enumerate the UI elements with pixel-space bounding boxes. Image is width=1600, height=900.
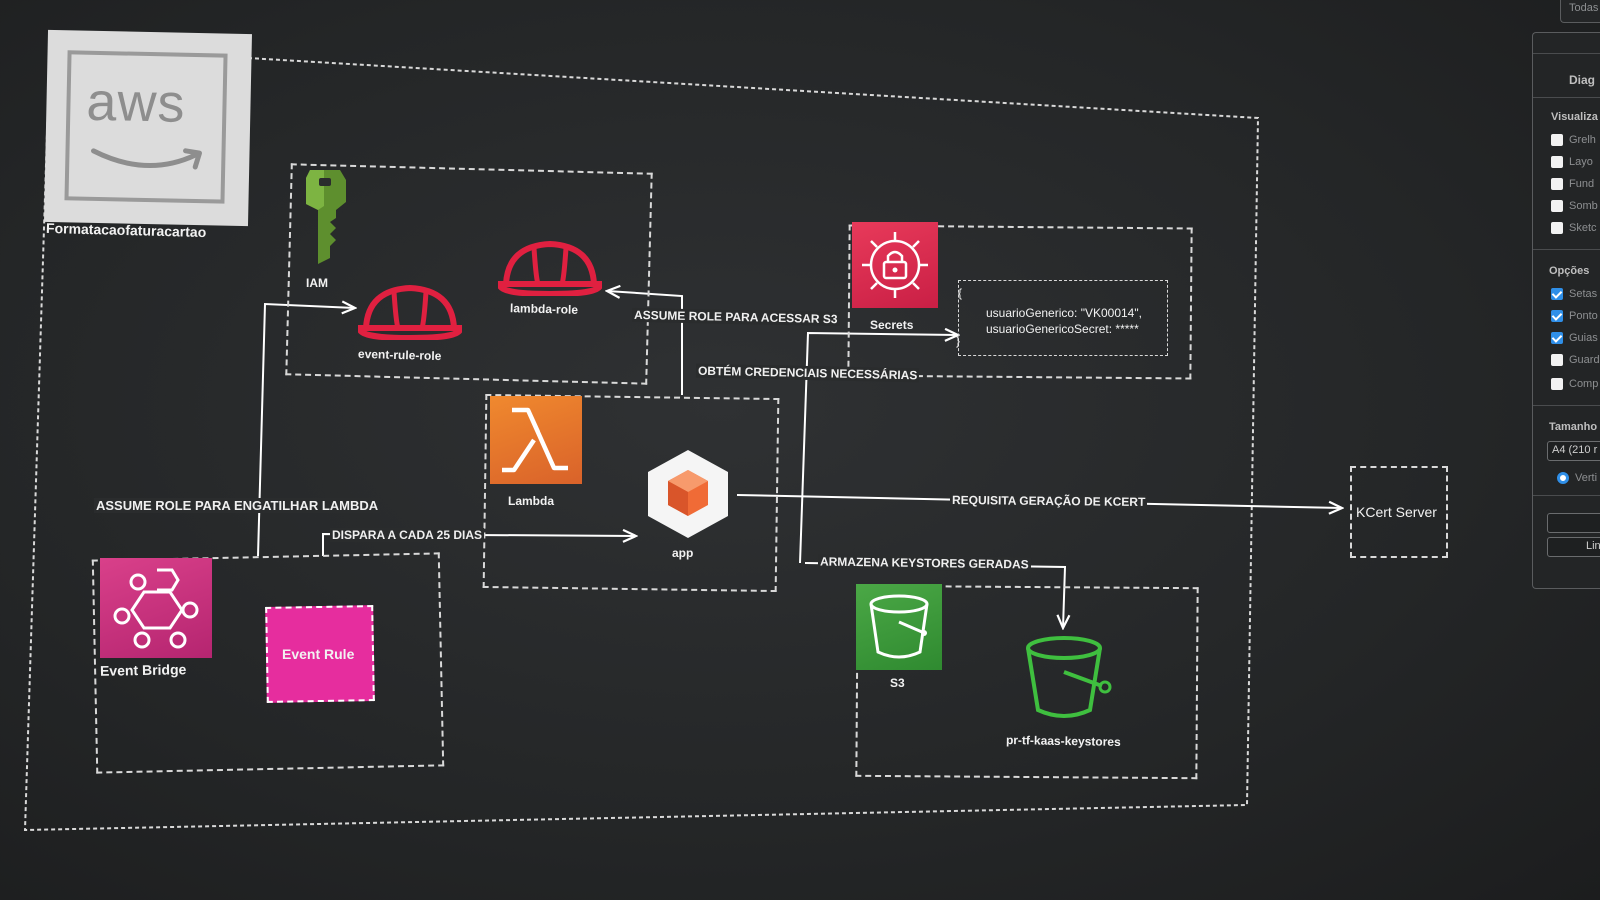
keystores-bucket-icon	[1026, 636, 1112, 718]
view-sketch-checkbox[interactable]	[1551, 222, 1563, 234]
secrets-label: Secrets	[870, 318, 914, 332]
eventbridge-label: Event Bridge	[99, 661, 187, 679]
view-option-sketch[interactable]: Sketc	[1551, 221, 1597, 235]
aws-logo-card: aws	[44, 29, 252, 227]
view-layout-checkbox[interactable]	[1551, 156, 1563, 168]
view-option-layout[interactable]: Layo	[1551, 155, 1593, 169]
section-size-title: Tamanho	[1549, 421, 1598, 433]
edge-label-dispara: DISPARA A CADA 25 DIAS	[330, 528, 485, 542]
secret-line-1: usuarioGenerico: "VK00014",	[986, 306, 1142, 320]
aws-group-border	[23, 37, 1260, 832]
secret-brace-open: {	[958, 286, 963, 300]
option-guides[interactable]: Guias	[1551, 331, 1598, 345]
s3-label: S3	[890, 676, 905, 690]
view-option-shadow[interactable]: Somb	[1551, 199, 1598, 213]
view-shadow-checkbox[interactable]	[1551, 200, 1563, 212]
lambda-role-icon	[498, 240, 602, 296]
section-view-title: Visualiza	[1551, 111, 1598, 123]
iam-label: IAM	[306, 276, 328, 290]
edge-dispara	[322, 534, 636, 556]
view-option-grid[interactable]: Grelh	[1551, 133, 1596, 147]
view-grid-checkbox[interactable]	[1551, 134, 1563, 146]
orientation-radio[interactable]	[1557, 472, 1569, 484]
secrets-lock-icon	[862, 232, 928, 298]
view-background-checkbox[interactable]	[1551, 178, 1563, 190]
edge-label-assume-lambda: ASSUME ROLE PARA ENGATILHAR LAMBDA	[94, 498, 381, 513]
secret-line-2: usuarioGenericoSecret: *****	[986, 322, 1139, 336]
eventbridge-tile	[100, 558, 212, 658]
option-points-checkbox[interactable]	[1551, 310, 1563, 322]
option-compress[interactable]: Comp	[1551, 377, 1598, 391]
edge-label-kcert: REQUISITA GERAÇÃO DE KCERT	[949, 492, 1148, 510]
aws-logo-text: aws	[85, 71, 187, 134]
panel-button-1[interactable]	[1547, 513, 1600, 533]
paper-size-value: A4 (210 r	[1552, 444, 1598, 456]
option-save[interactable]: Guard	[1551, 353, 1600, 367]
secret-brace-close: }	[956, 334, 961, 348]
event-rule-role-icon	[358, 284, 462, 340]
format-panel: Diag Visualiza Grelh Layo Fund Somb Sket…	[1532, 32, 1600, 589]
section-options-title: Opções	[1549, 265, 1590, 277]
kcert-server-label: KCert Server	[1356, 504, 1437, 520]
aws-smile-icon	[91, 148, 202, 170]
edge-assume-role-lambda	[257, 304, 355, 557]
iam-key-icon	[306, 170, 346, 264]
keystores-bucket-label: pr-tf-kaas-keystores	[1005, 733, 1121, 749]
kcert-server-box	[1350, 466, 1448, 558]
lambda-role-label: lambda-role	[509, 301, 579, 317]
option-save-checkbox[interactable]	[1551, 354, 1563, 366]
view-option-background[interactable]: Fund	[1551, 177, 1594, 191]
panel-button-2[interactable]: Lin	[1547, 537, 1600, 557]
app-box-icon	[648, 450, 728, 538]
panel-title: Diag	[1569, 73, 1596, 87]
eventbridge-icon	[113, 568, 199, 649]
panel-button-2-label: Lin	[1586, 540, 1600, 552]
top-filter-label: Todas	[1569, 2, 1599, 14]
option-points[interactable]: Ponto	[1551, 309, 1598, 323]
paper-size-select[interactable]: A4 (210 r	[1547, 441, 1600, 461]
secret-value-box	[958, 280, 1168, 356]
option-arrows-checkbox[interactable]	[1551, 288, 1563, 300]
option-guides-checkbox[interactable]	[1551, 332, 1563, 344]
app-label: app	[672, 546, 694, 560]
top-filter-button[interactable]: Todas	[1560, 0, 1600, 23]
edge-label-keystores: ARMAZENA KEYSTORES GERADAS	[817, 554, 1031, 572]
lambda-icon	[502, 407, 568, 473]
option-arrows[interactable]: Setas	[1551, 287, 1597, 301]
event-rule-label: Event Rule	[282, 646, 355, 662]
event-rule-role-label: event-rule-role	[357, 346, 442, 364]
option-compress-checkbox[interactable]	[1551, 378, 1563, 390]
lambda-label: Lambda	[508, 494, 555, 508]
s3-bucket-icon	[869, 594, 929, 659]
orientation-portrait[interactable]: Verti	[1557, 471, 1597, 485]
edge-credenciais	[799, 333, 958, 564]
edge-assume-s3	[607, 291, 683, 395]
